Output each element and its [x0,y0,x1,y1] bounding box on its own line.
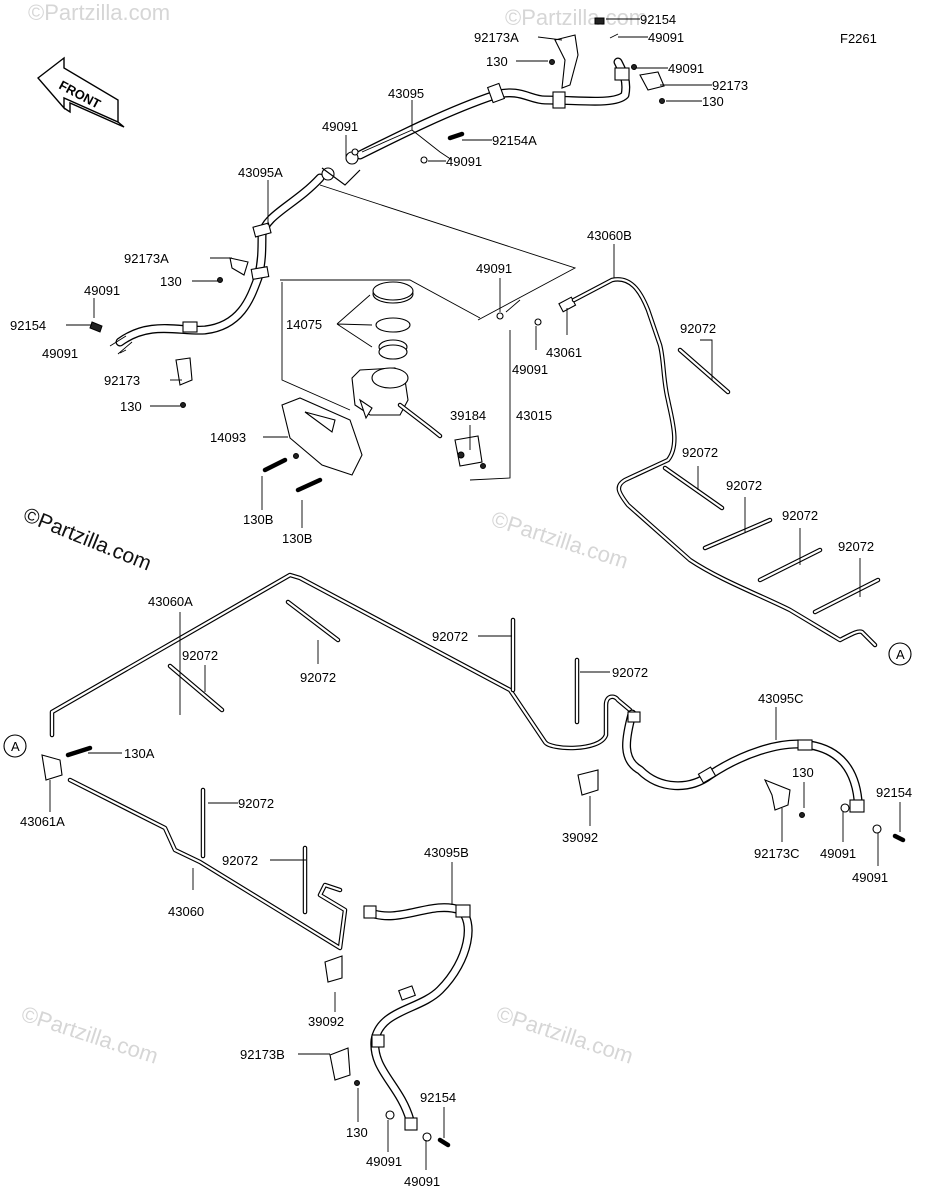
callout-130-left2: 130 [120,399,142,414]
top-fittings [351,17,665,164]
callout-14093: 14093 [210,430,246,445]
callout-43095c: 43095C [758,691,804,706]
callout-92173-top: 92173 [712,78,748,93]
hose-43095b [324,903,473,1148]
brake-line-43060a [3,572,633,951]
callout-49091-top2: 49091 [668,61,704,76]
callout-92154a: 92154A [492,133,537,148]
watermark-faint-bottom-right: ©Partzilla.com [493,1001,636,1069]
callout-43060a: 43060A [148,594,193,609]
callout-92072-f: 92072 [182,648,218,663]
callout-49091-bottom2: 49091 [404,1174,440,1189]
callout-92072-i: 92072 [612,665,648,680]
watermark-faint-top-left: ©Partzilla.com [28,0,170,25]
master-cylinder-group [262,184,577,493]
callout-92072-h: 92072 [432,629,468,644]
callout-43095: 43095 [388,86,424,101]
callout-92072-a: 92072 [680,321,716,336]
callout-130-right: 130 [792,765,814,780]
callout-43095a: 43095A [238,165,283,180]
callout-49091-right: 49091 [820,846,856,861]
callout-92072-g: 92072 [300,670,336,685]
watermark-faint-bottom-left: ©Partzilla.com [18,1001,161,1069]
callout-92072-j: 92072 [238,796,274,811]
callout-92154-left: 92154 [10,318,46,333]
callout-49091-right2: 49091 [852,870,888,885]
watermark-faint-top-right: ©Partzilla.com [505,5,647,30]
callout-43015: 43015 [516,408,552,423]
callout-92173-left: 92173 [104,373,140,388]
callout-14075: 14075 [286,317,322,332]
tie-straps-lower [167,599,580,915]
callout-92072-c: 92072 [726,478,762,493]
callout-130-left: 130 [160,274,182,289]
callout-43061a: 43061A [20,814,65,829]
callout-43060b: 43060B [587,228,632,243]
callout-92173a-top: 92173A [474,30,519,45]
callout-labels: 92154 49091 92173A 130 49091 92173 130 4… [10,12,912,1189]
front-arrow: FRONT [36,56,125,128]
left-hose-fittings [89,257,249,408]
callout-92173b: 92173B [240,1047,285,1062]
leader-lines [49,18,901,1170]
callout-92173a-left: 92173A [124,251,169,266]
callout-49091-top: 49091 [648,30,684,45]
callout-92072-d: 92072 [782,508,818,523]
callout-92173c: 92173C [754,846,800,861]
callout-43095b: 43095B [424,845,469,860]
hose-43095c [577,709,906,843]
callout-92154-bottom: 92154 [420,1090,456,1105]
callout-130b-a: 130B [243,512,273,527]
callout-39092-right: 39092 [562,830,598,845]
callout-130-top: 130 [486,54,508,69]
callout-49091-bottom: 49091 [366,1154,402,1169]
callout-43061: 43061 [546,345,582,360]
brake-line-43060b [571,277,912,666]
callout-43060: 43060 [168,904,204,919]
callout-49091-a: 49091 [322,119,358,134]
callout-39184: 39184 [450,408,486,423]
watermark-faint-middle: ©Partzilla.com [488,506,631,574]
watermark-main: ©Partzilla.com [20,503,154,575]
callout-130-top2: 130 [702,94,724,109]
callout-92072-e: 92072 [838,539,874,554]
upper-hose-43095-43095a [109,57,631,355]
callout-92072-k: 92072 [222,853,258,868]
callout-49091-c: 49091 [476,261,512,276]
watermark-group: ©Partzilla.com ©Partzilla.com ©Partzilla… [18,0,647,1069]
callout-49091-left2: 49091 [42,346,78,361]
callout-130-bottom: 130 [346,1125,368,1140]
callout-49091-d: 49091 [512,362,548,377]
figure-code: F2261 [840,31,877,46]
callout-130b-b: 130B [282,531,312,546]
callout-49091-b: 49091 [446,154,482,169]
tie-straps-upper-right [662,347,881,615]
callout-49091-left: 49091 [84,283,120,298]
callout-a-right: A [896,647,905,662]
callout-92154-top: 92154 [640,12,676,27]
callout-130a: 130A [124,746,155,761]
callout-92072-b: 92072 [682,445,718,460]
callout-39092-bottom: 39092 [308,1014,344,1029]
callout-a-left: A [11,739,20,754]
callout-92154-right: 92154 [876,785,912,800]
